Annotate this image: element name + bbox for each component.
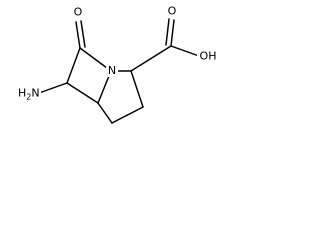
- bond-c4-to-c5: [97, 102, 113, 124]
- bond-carbonyl-inner: [80, 20, 86, 48]
- bond-carbonyl-outer: [75, 21, 81, 49]
- bond-c2-to-acid-c: [130, 45, 172, 72]
- hydroxyl-label-bg: [197, 50, 219, 63]
- oxo-label-bg: [72, 6, 84, 19]
- bond-c6-to-c5: [66, 82, 99, 104]
- structure-canvas: O N H2N O OH: [0, 0, 240, 135]
- hydroxyl-label: OH: [200, 50, 217, 63]
- acid-oxygen-label-bg: [166, 5, 178, 18]
- bond-carbonyl-c-to-n: [79, 47, 112, 72]
- bond-acid-c-oh: [170, 45, 200, 57]
- amine-label-bg: [17, 87, 41, 100]
- bond-c3-to-c4: [111, 106, 144, 124]
- amine-label: H2N: [18, 87, 40, 102]
- nitrogen-label-bg: [106, 64, 118, 77]
- bond-acid-c-o-outer: [170, 19, 175, 47]
- bond-c6-to-amine: [38, 82, 68, 94]
- bond-acid-c-o-inner: [165, 18, 170, 46]
- acid-oxygen-label: O: [168, 5, 177, 18]
- ring-nitrogen-label: N: [108, 64, 116, 77]
- bond-carbonyl-c-to-c6: [66, 47, 81, 84]
- carbonyl-oxygen-label: O: [74, 6, 83, 19]
- bond-c2-to-c3: [130, 70, 144, 108]
- molecule-diagram: O N H2N O OH: [17, 5, 219, 124]
